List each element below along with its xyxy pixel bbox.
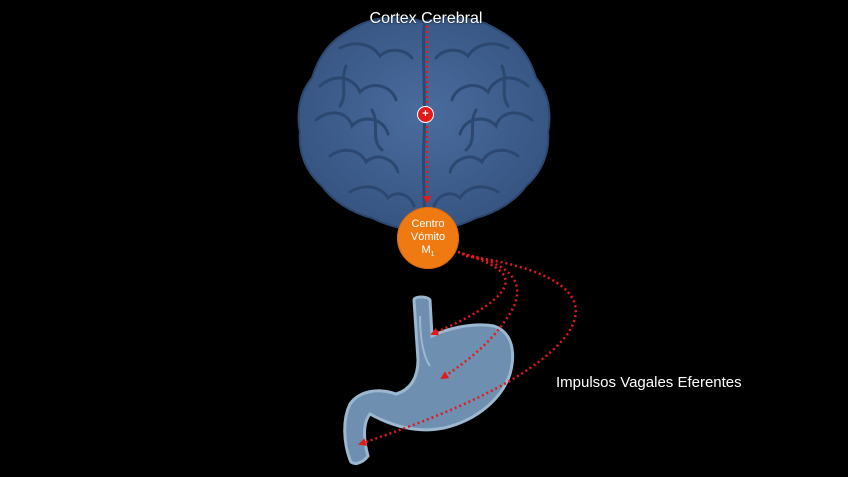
vomit-center-line1: Centro: [411, 217, 445, 230]
vomit-center-subscript: 1: [430, 251, 435, 259]
efferent-arrow-upper-stomach: [430, 250, 507, 336]
efferent-arrow-pylorus: [358, 254, 578, 446]
cortex-label: Cortex Cerebral: [369, 10, 483, 27]
brain-illustration: [297, 16, 551, 234]
vomit-center-node: Centro Vómito M1: [397, 207, 459, 269]
efferent-impulses-label: Impulsos Vagales Eferentes: [556, 374, 742, 391]
efferent-arrow-stomach-body: [440, 252, 519, 380]
stomach-illustration: [343, 295, 515, 465]
plus-badge-icon: +: [417, 106, 434, 123]
vomit-center-line2: Vómito: [410, 230, 446, 243]
vomit-center-line3: M1: [421, 243, 435, 259]
